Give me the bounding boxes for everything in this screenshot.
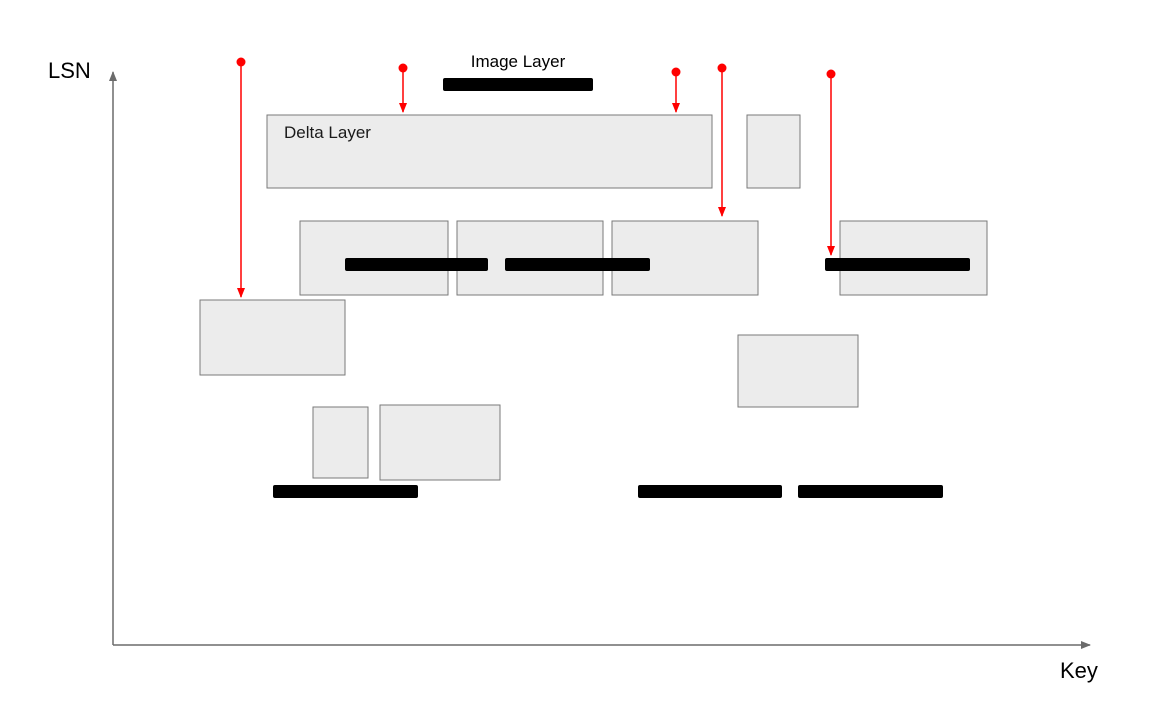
delta-layer-label: Delta Layer (284, 123, 371, 142)
read-arrow-origin-dot (826, 69, 836, 79)
read-arrows-group (236, 57, 836, 298)
image-layer-bar (443, 78, 593, 91)
image-layer-bar (798, 485, 943, 498)
read-arrow-origin-dot (398, 63, 408, 73)
delta-layer-rect (199, 299, 346, 376)
image-layer-bar (273, 485, 418, 498)
x-axis-label: Key (1060, 658, 1098, 683)
axes-group (109, 71, 1091, 649)
image-layer-bar (345, 258, 488, 271)
y-axis-label: LSN (48, 58, 91, 83)
image-layer-bar (638, 485, 782, 498)
image-layer-bar (825, 258, 970, 271)
delta-layer-rect (746, 114, 801, 189)
layers-group (199, 78, 988, 498)
image-layer-label: Image Layer (470, 52, 566, 71)
delta-layer-rect (737, 334, 859, 408)
read-arrow-origin-dot (671, 67, 681, 77)
image-layer-bar (505, 258, 650, 271)
read-arrow-origin-dot (717, 63, 727, 73)
delta-layer-rect (312, 406, 369, 479)
delta-layer-rect (379, 404, 501, 481)
read-arrow-origin-dot (236, 57, 246, 67)
delta-layer-rect (266, 114, 713, 189)
